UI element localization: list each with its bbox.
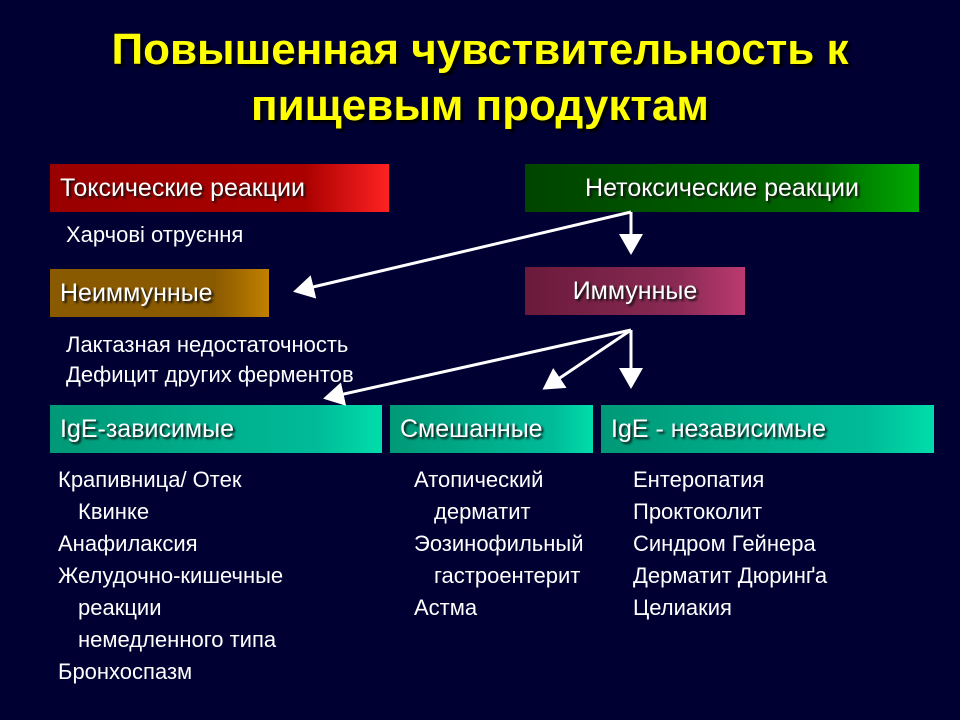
mixed-list: Атопический дерматит Эозинофильный гастр… bbox=[414, 464, 584, 624]
list-item: Ентеропатия bbox=[633, 467, 765, 492]
title-line-1: Повышенная чувствительность к bbox=[111, 25, 849, 74]
ige-independent-list: Ентеропатия Проктоколит Синдром Гейнера … bbox=[633, 464, 827, 624]
list-item: Бронхоспазм bbox=[58, 659, 193, 684]
list-item: Астма bbox=[414, 595, 478, 620]
list-item: немедленного типа bbox=[78, 627, 277, 652]
mixed-box: Смешанные bbox=[390, 405, 593, 453]
list-item: Синдром Гейнера bbox=[633, 531, 816, 556]
arrow-immune-to-mixed bbox=[542, 328, 632, 390]
list-item: реакции bbox=[78, 595, 162, 620]
food-poisoning-note: Харчові отруєння bbox=[66, 222, 244, 247]
ige-dependent-list: Крапивница/ Отек Квинке Анафилаксия Желу… bbox=[58, 464, 283, 688]
list-item: Проктоколит bbox=[633, 499, 763, 524]
nonimmune-box: Неиммунные bbox=[50, 269, 269, 317]
list-item: Квинке bbox=[78, 499, 150, 524]
list-item: Крапивница/ Отек bbox=[58, 467, 242, 492]
list-item: Дерматит Дюринґа bbox=[633, 563, 828, 588]
toxic-reactions-box: Токсические реакции bbox=[50, 164, 389, 212]
title-line-2: пищевым продуктам bbox=[251, 81, 709, 130]
list-item: Целиакия bbox=[633, 595, 732, 620]
page-title: Повышенная чувствительность к пищевым пр… bbox=[0, 22, 960, 134]
list-item: гастроентерит bbox=[434, 563, 581, 588]
list-item: Эозинофильный bbox=[414, 531, 584, 556]
arrow-immune-to-ige-dependent bbox=[323, 328, 632, 406]
immune-box: Иммунные bbox=[525, 267, 745, 315]
list-item: Желудочно-кишечные bbox=[58, 563, 284, 588]
lactase-deficiency-note: Лактазная недостаточность bbox=[66, 332, 349, 357]
list-item: Анафилаксия bbox=[58, 531, 198, 556]
nontoxic-reactions-box: Нетоксические реакции bbox=[525, 164, 919, 212]
ige-independent-box: IgE - независимые bbox=[601, 405, 934, 453]
list-item: Атопический bbox=[414, 467, 544, 492]
list-item: дерматит bbox=[434, 499, 531, 524]
ige-dependent-box: IgE-зависимые bbox=[50, 405, 382, 453]
arrow-nontoxic-to-nonimmune bbox=[293, 210, 632, 299]
enzyme-deficiency-note: Дефицит других ферментов bbox=[66, 362, 354, 387]
